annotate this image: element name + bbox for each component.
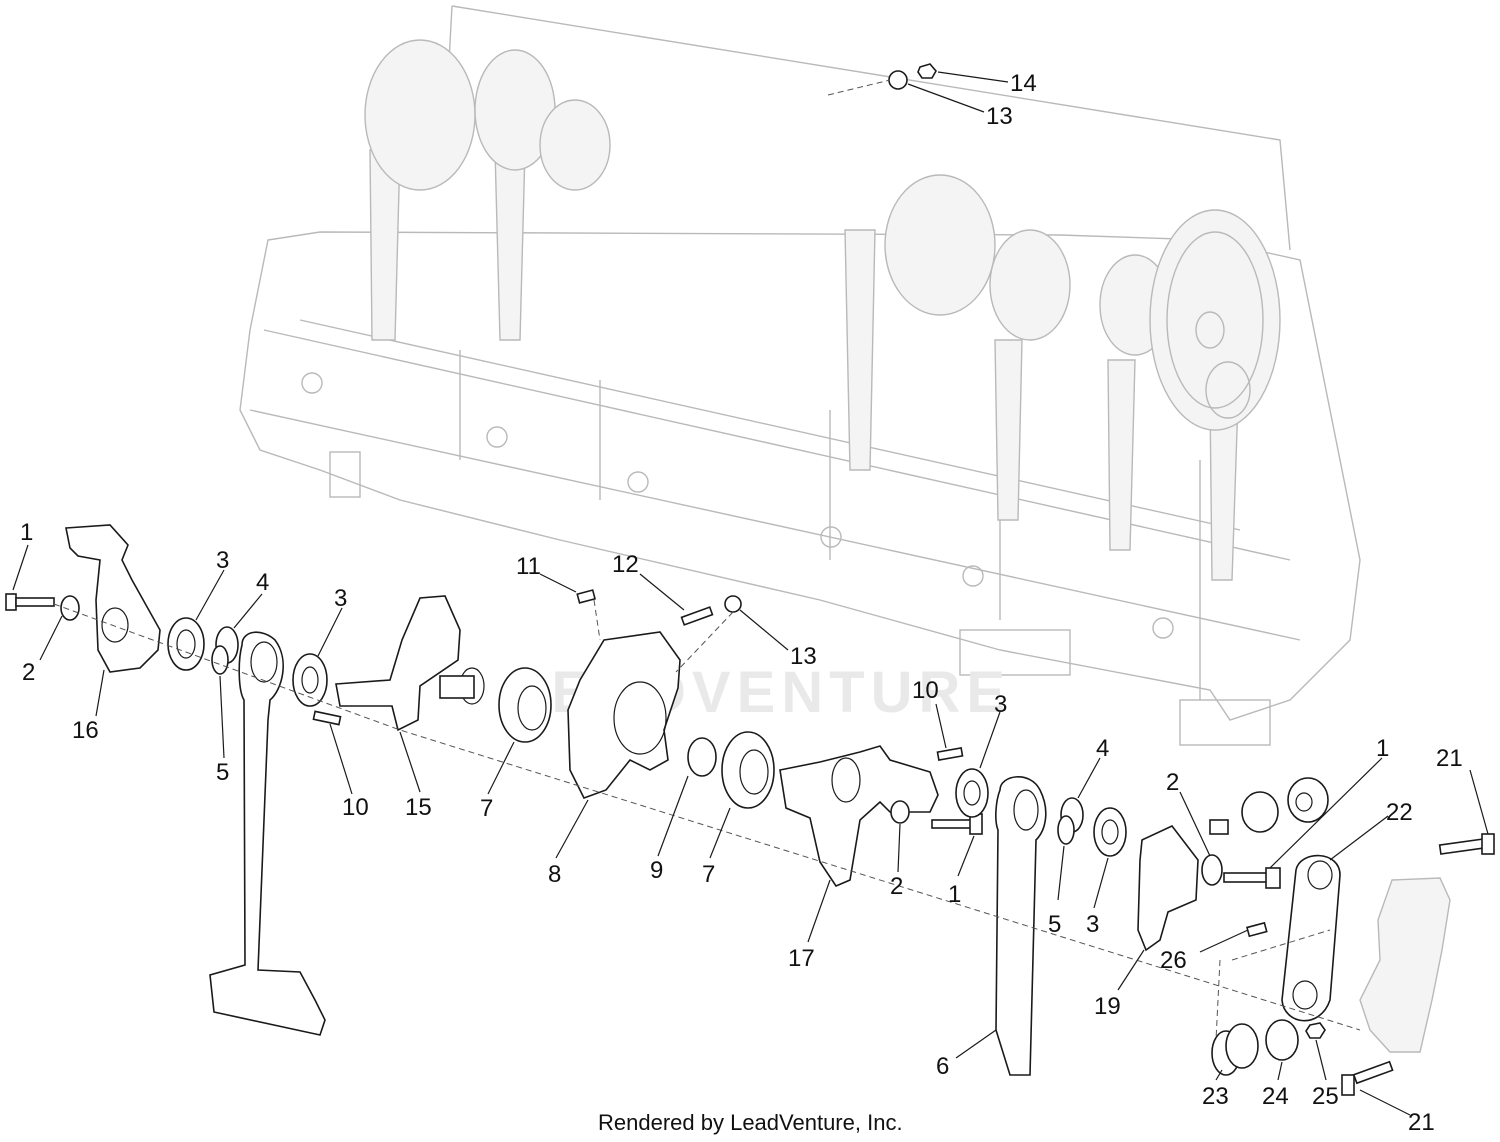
callout-22: 22 [1386,799,1413,826]
idler-roller-upper [1209,777,1329,835]
crank-15 [335,595,461,732]
leader-lines [12,71,1489,1116]
callout-1: 1 [20,519,33,546]
arm-left [209,631,326,1036]
callout-13: 13 [986,103,1013,130]
washer-2-right [1201,854,1223,886]
callout-21: 21 [1436,745,1463,772]
footer-credit: Rendered by LeadVenture, Inc. [598,1110,903,1135]
callout-labels: 1 2 16 3 4 5 3 10 15 11 12 13 7 8 9 7 10… [20,70,1463,1136]
callout-15: 15 [405,794,432,821]
bolt-1-left [5,593,55,611]
callout-4: 4 [1096,735,1109,762]
washer-2-mid [890,800,910,824]
housing-8 [567,631,681,799]
washer-2-left [60,595,80,621]
callout-21: 21 [1408,1109,1435,1136]
link-plate-22 [1281,854,1341,1022]
callout-17: 17 [788,945,815,972]
callout-11: 11 [516,553,541,580]
callout-12: 12 [612,551,639,578]
callout-6: 6 [936,1053,949,1080]
callout-3: 3 [994,691,1007,718]
crank-17 [779,745,939,887]
pin-11 [576,589,597,604]
bearing-3-b [292,653,328,707]
callout-1: 1 [1376,735,1389,762]
bolt-21-bottom [1341,1060,1394,1096]
retaining-ring-5-a [211,645,229,675]
background-frame-assembly [239,5,1361,746]
callout-2: 2 [890,873,903,900]
callout-3: 3 [334,585,347,612]
washer-13-a [724,595,742,613]
bolt-12 [680,606,714,626]
washer-13-b [888,70,908,90]
callout-5: 5 [216,759,229,786]
bearing-3-a [167,617,205,671]
roller-23 [1211,1023,1259,1076]
washer-24 [1265,1019,1299,1061]
callout-16: 16 [72,717,99,744]
bolt-21-top [1438,833,1495,855]
bracket-19 [1137,825,1199,952]
bearing-7-b [721,731,775,809]
bracket-16 [65,524,161,673]
callout-5: 5 [1048,911,1061,938]
alignment-lines [53,79,1361,1041]
key-10-right [936,747,964,761]
callout-8: 8 [548,861,561,888]
callout-7: 7 [702,861,715,888]
key-10-left [312,710,342,726]
callout-9: 9 [650,857,663,884]
callout-24: 24 [1262,1083,1289,1110]
callout-23: 23 [1202,1083,1229,1110]
callout-19: 19 [1094,993,1121,1020]
callout-7: 7 [480,795,493,822]
set-screw-26 [1246,921,1268,938]
bearing-3-d [1093,807,1127,857]
callout-3: 3 [216,547,229,574]
callout-2: 2 [1166,769,1179,796]
spacer-9 [687,737,717,777]
callout-3: 3 [1086,911,1099,938]
callout-14: 14 [1010,70,1037,97]
nut-25 [1305,1022,1326,1039]
bearing-7-a [498,667,552,743]
bearing-3-c [955,768,989,818]
callout-10: 10 [342,794,369,821]
callout-13: 13 [790,643,817,670]
callout-10: 10 [912,677,939,704]
callout-1: 1 [948,881,961,908]
callout-26: 26 [1160,947,1187,974]
callout-4: 4 [256,569,269,596]
arm-6 [995,776,1047,1076]
bolt-1-right [1223,867,1281,889]
callout-25: 25 [1312,1083,1339,1110]
retaining-ring-5-b [1057,815,1075,845]
nut-14 [917,63,937,79]
callout-2: 2 [22,659,35,686]
bolt-1-mid [931,813,983,835]
